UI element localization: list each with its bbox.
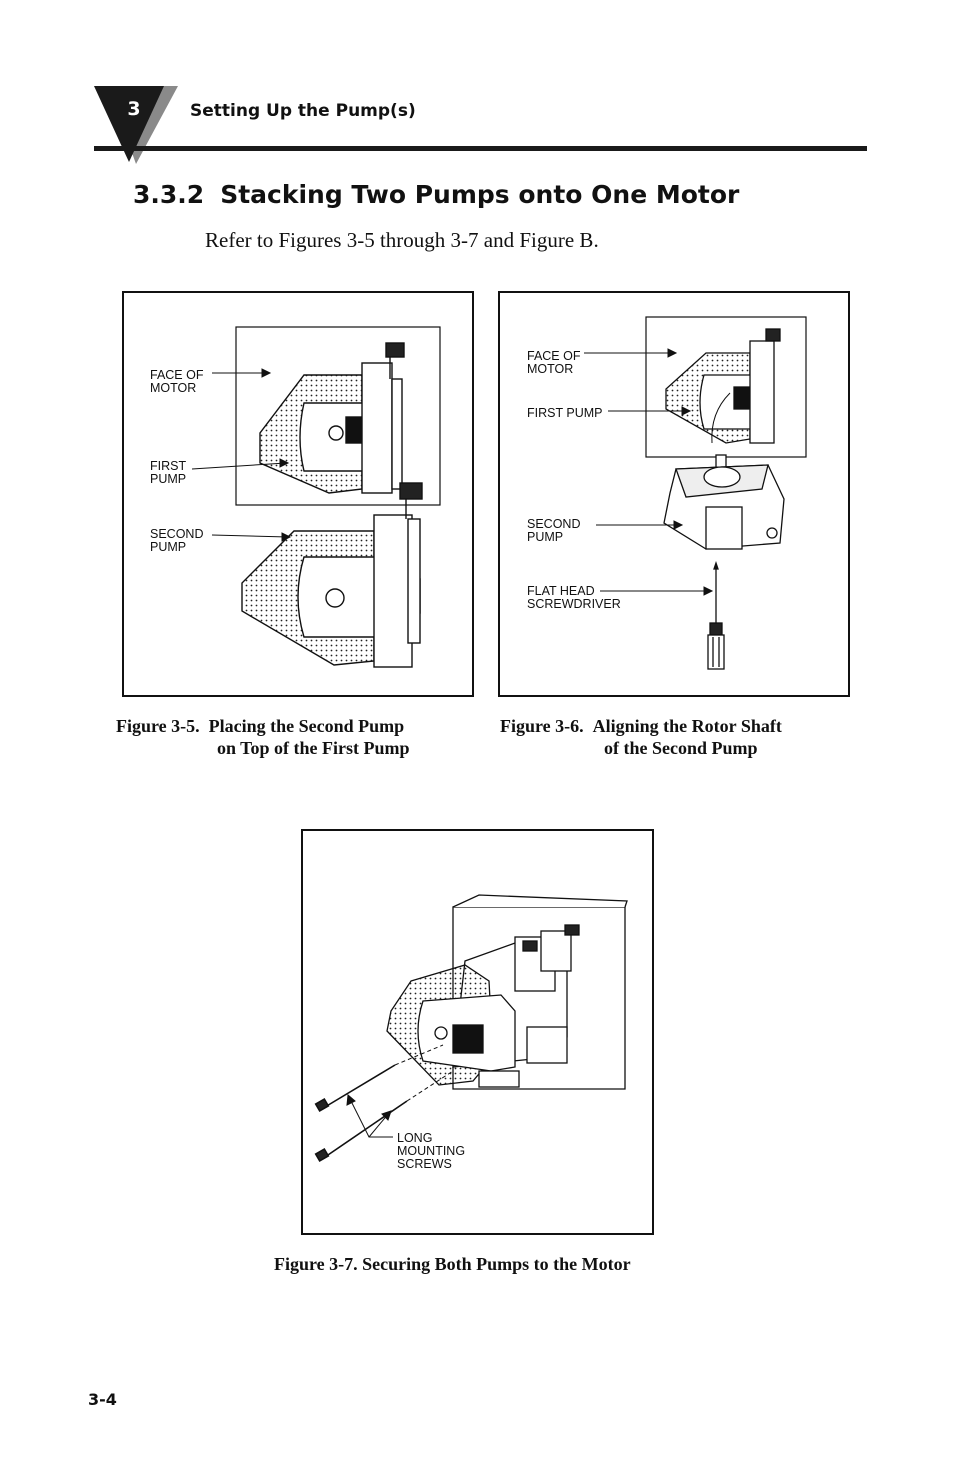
page-number: 3-4 bbox=[88, 1390, 117, 1409]
label-long-mounting-screws: LONG MOUNTING SCREWS bbox=[397, 1131, 466, 1171]
label-flat-head-screwdriver: FLAT HEAD SCREWDRIVER bbox=[527, 584, 621, 611]
caption-continuation: on Top of the First Pump bbox=[217, 738, 410, 758]
label-face-of-motor: FACE OF MOTOR bbox=[150, 368, 204, 395]
figure-3-5: FACE OF MOTOR FIRST PUMP SECOND PUMP bbox=[122, 291, 474, 697]
chapter-number: 3 bbox=[127, 98, 141, 120]
label-second-pump: SECOND PUMP bbox=[527, 517, 581, 544]
rotor-alignment-illustration bbox=[584, 316, 807, 670]
label-second-pump: SECOND PUMP bbox=[150, 527, 204, 554]
caption-continuation: of the Second Pump bbox=[604, 738, 758, 758]
section-number: 3.3.2 bbox=[133, 180, 205, 209]
intro-paragraph: Refer to Figures 3-5 through 3-7 and Fig… bbox=[205, 228, 599, 252]
caption-text: Aligning the Rotor Shaft bbox=[592, 716, 782, 736]
caption-number: Figure 3-6. bbox=[500, 716, 584, 736]
label-face-of-motor: FACE OF MOTOR bbox=[527, 349, 581, 376]
section-title: Stacking Two Pumps onto One Motor bbox=[220, 180, 740, 209]
mounting-screws-illustration bbox=[314, 894, 628, 1163]
pump-stack-illustration bbox=[191, 326, 441, 668]
chapter-badge-icon bbox=[94, 86, 178, 164]
caption-figure-3-5: Figure 3-5. Placing the Second Pump on T… bbox=[116, 715, 410, 759]
caption-figure-3-7: Figure 3-7. Securing Both Pumps to the M… bbox=[274, 1254, 631, 1274]
header-rule bbox=[94, 146, 867, 151]
caption-number: Figure 3-5. bbox=[116, 716, 200, 736]
caption-text: Placing the Second Pump bbox=[208, 716, 405, 736]
label-first-pump: FIRST PUMP bbox=[150, 459, 187, 486]
section-heading: 3.3.2 Stacking Two Pumps onto One Motor bbox=[133, 180, 739, 209]
figure-3-6: FACE OF MOTOR FIRST PUMP SECOND PUMP FLA… bbox=[498, 291, 850, 697]
label-first-pump: FIRST PUMP bbox=[527, 406, 603, 420]
running-header: Setting Up the Pump(s) bbox=[190, 101, 416, 121]
figure-3-7: LONG MOUNTING SCREWS bbox=[301, 829, 654, 1235]
caption-figure-3-6: Figure 3-6. Aligning the Rotor Shaft of … bbox=[500, 715, 782, 759]
